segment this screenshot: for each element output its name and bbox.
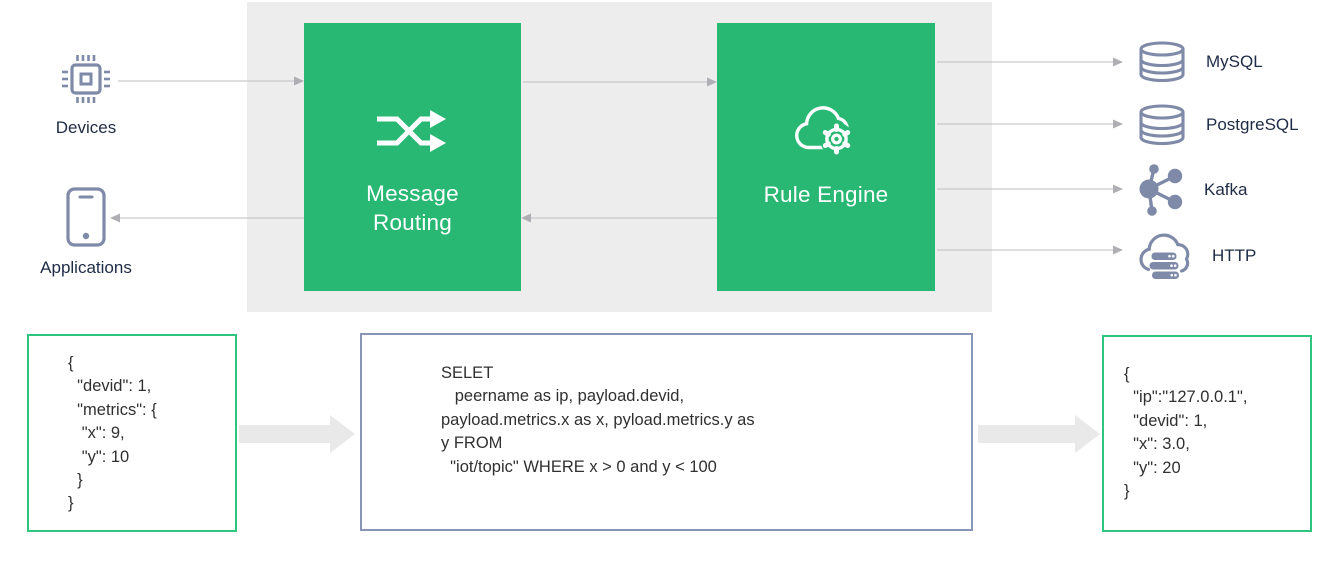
arrow-rule-engine-to-kafka [937, 184, 1123, 194]
postgresql-label: PostgreSQL [1206, 115, 1299, 134]
sql-statement-box: SELET peername as ip, payload.devid, pay… [360, 333, 973, 531]
sink-row-kafka: Kafka [1135, 162, 1247, 218]
smartphone-icon [66, 187, 106, 247]
cloud-gear-icon [795, 106, 854, 156]
arrow-message-routing-to-rule-engine [523, 77, 717, 87]
devices-label: Devices [55, 118, 117, 137]
http-label: HTTP [1212, 246, 1257, 265]
kafka-label: Kafka [1204, 180, 1248, 199]
input-json-box: { "devid": 1, "metrics": { "x": 9, "y": … [27, 334, 237, 532]
message-routing-node: Message Routing [304, 23, 521, 291]
arrow-rule-engine-to-postgresql [937, 119, 1123, 129]
thick-arrow-sql-to-output [978, 415, 1100, 453]
database-icon [1139, 104, 1185, 146]
mysql-label: MySQL [1206, 52, 1263, 71]
arrow-rule-engine-to-http [937, 245, 1123, 255]
applications-label: Applications [40, 258, 132, 277]
thick-arrow-input-to-sql [239, 415, 355, 453]
sink-row-http: HTTP [1135, 230, 1256, 282]
output-json-code: { "ip":"127.0.0.1", "devid": 1, "x": 3.0… [1124, 365, 1248, 501]
arrow-rule-engine-to-mysql [937, 57, 1123, 67]
chip-icon [62, 55, 110, 103]
database-icon [1139, 41, 1185, 83]
sink-row-postgresql: PostgreSQL [1135, 102, 1299, 148]
output-json-box: { "ip":"127.0.0.1", "devid": 1, "x": 3.0… [1102, 335, 1312, 532]
cloud-server-icon [1139, 233, 1190, 279]
sink-row-mysql: MySQL [1135, 39, 1263, 85]
devices-source: Devices [26, 50, 146, 138]
shuffle-icon [376, 110, 446, 152]
rule-engine-node: Rule Engine [717, 23, 935, 291]
arrow-message-routing-to-applications [110, 213, 304, 223]
message-routing-label-line2: Routing [373, 209, 452, 235]
kafka-graph-icon [1139, 164, 1183, 216]
arrow-rule-engine-to-message-routing [521, 213, 717, 223]
applications-source: Applications [6, 186, 166, 278]
rule-engine-label: Rule Engine [763, 182, 889, 207]
input-json-code: { "devid": 1, "metrics": { "x": 9, "y": … [68, 354, 157, 513]
arrow-devices-to-message-routing [118, 76, 304, 86]
sql-statement-code: SELET peername as ip, payload.devid, pay… [441, 364, 755, 476]
message-routing-label-line1: Message [366, 181, 459, 206]
